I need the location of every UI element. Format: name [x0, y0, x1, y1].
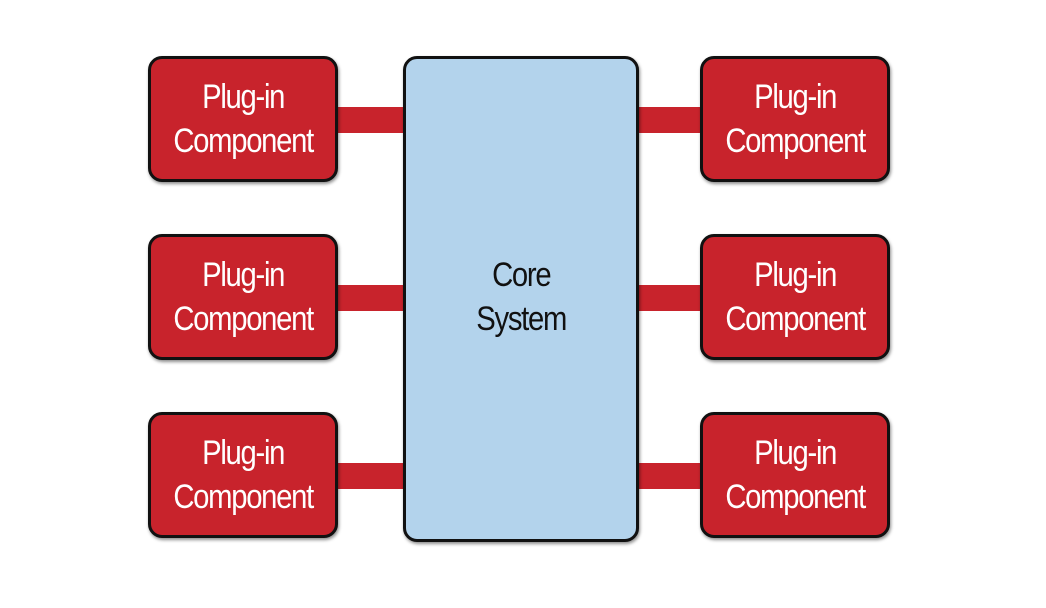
- plugin-component-label: Plug-in Component: [173, 434, 314, 516]
- plugin-component-right-1: Plug-in Component: [700, 56, 890, 182]
- connector-right-2: [634, 285, 704, 311]
- plugin-component-right-3: Plug-in Component: [700, 412, 890, 538]
- plugin-component-label: Plug-in Component: [725, 78, 866, 160]
- plugin-component-left-3: Plug-in Component: [148, 412, 338, 538]
- plugin-component-right-2: Plug-in Component: [700, 234, 890, 360]
- plugin-component-left-2: Plug-in Component: [148, 234, 338, 360]
- connector-right-3: [634, 463, 704, 489]
- core-system-box: Core System: [403, 56, 639, 542]
- plugin-component-label: Plug-in Component: [725, 434, 866, 516]
- plugin-component-label: Plug-in Component: [173, 256, 314, 338]
- connector-left-3: [338, 463, 408, 489]
- plugin-component-label: Plug-in Component: [725, 256, 866, 338]
- connector-left-1: [338, 107, 408, 133]
- plugin-component-label: Plug-in Component: [173, 78, 314, 160]
- core-system-label: Core System: [476, 256, 567, 338]
- connector-right-1: [634, 107, 704, 133]
- connector-left-2: [338, 285, 408, 311]
- plugin-component-left-1: Plug-in Component: [148, 56, 338, 182]
